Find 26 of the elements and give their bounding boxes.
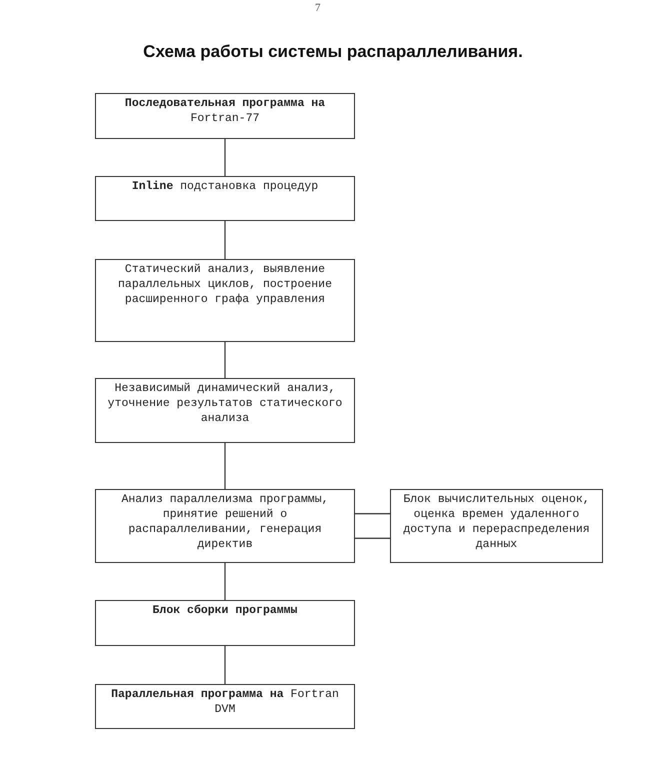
process-box: [95, 378, 355, 443]
process-box: [95, 600, 355, 646]
box-text: Последовательная программа на Fortran-77: [124, 96, 326, 126]
diagram-title: Схема работы системы распараллеливания.: [142, 42, 524, 62]
connector-line: [224, 221, 226, 259]
process-box: [390, 489, 603, 563]
box-text: Inline подстановка процедур: [130, 179, 320, 194]
box-text: Блок сборки программы: [152, 603, 298, 618]
process-box: [95, 684, 355, 729]
process-box: [95, 93, 355, 139]
process-box: [95, 489, 355, 563]
box-text: Анализ параллелизма программы, принятие решений о распараллеливании, генерация директив: [120, 492, 330, 552]
connector-line: [224, 443, 226, 489]
connector-line: [355, 513, 390, 514]
box-text: Параллельная программа на Fortran DVM: [110, 687, 340, 717]
box-text: Блок вычислительных оценок, оценка времен удаленного доступа и перераспределения данных: [402, 492, 591, 552]
page-number: 7: [315, 2, 320, 14]
box-text: Независимый динамический анализ, уточнение результатов статического анализа: [106, 381, 344, 426]
process-box: [95, 176, 355, 221]
connector-line: [355, 538, 390, 539]
process-box: [95, 259, 355, 342]
box-text: Статический анализ, выявление параллельных циклов, построение расширенного графа управления: [117, 262, 333, 307]
connector-line: [224, 139, 226, 176]
connector-line: [224, 342, 226, 378]
connector-line: [224, 646, 226, 684]
connector-line: [224, 563, 226, 600]
